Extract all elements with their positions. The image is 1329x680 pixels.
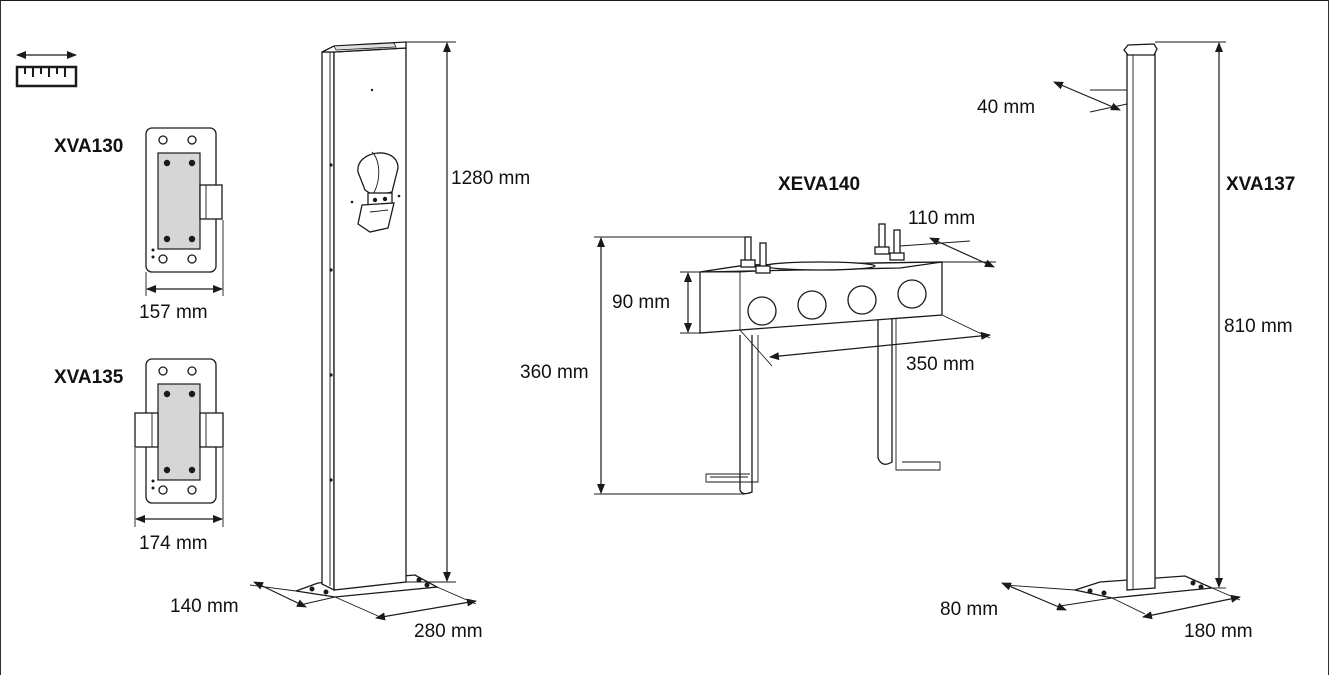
pedestal-depth-label: 140 mm xyxy=(170,596,239,617)
plate-width-label: 174 mm xyxy=(139,533,208,554)
post-model-label: XVA137 xyxy=(1226,174,1295,195)
post-drawing: XVA137 40 mm 810 mm 80 mm 180 mm xyxy=(940,41,1295,642)
plate-model-label: XVA130 xyxy=(54,136,123,157)
plate-xva130: XVA130 157 mm xyxy=(54,127,224,323)
plate-xva135: XVA135 174 mm xyxy=(54,358,224,554)
plate-width-label: 157 mm xyxy=(139,302,208,323)
foundation-drawing: XEVA140 110 mm 90 mm xyxy=(520,174,996,495)
pedestal-width-label: 280 mm xyxy=(414,621,483,642)
post-tube-label: 40 mm xyxy=(977,97,1035,118)
foundation-length-label: 350 mm xyxy=(906,354,975,375)
foundation-total-height-label: 360 mm xyxy=(520,362,589,383)
foundation-depth-label: 110 mm xyxy=(908,208,975,229)
pedestal-height-label: 1280 mm xyxy=(451,168,530,189)
foundation-box-height-label: 90 mm xyxy=(612,292,670,313)
pedestal-drawing: 1280 mm 140 mm 280 mm xyxy=(170,41,530,642)
post-height-label: 810 mm xyxy=(1224,316,1293,337)
plate-model-label: XVA135 xyxy=(54,367,124,388)
foundation-model-label: XEVA140 xyxy=(778,174,860,195)
post-depth-label: 80 mm xyxy=(940,599,998,620)
ruler-dimensions-icon xyxy=(15,51,78,88)
post-width-label: 180 mm xyxy=(1184,621,1253,642)
